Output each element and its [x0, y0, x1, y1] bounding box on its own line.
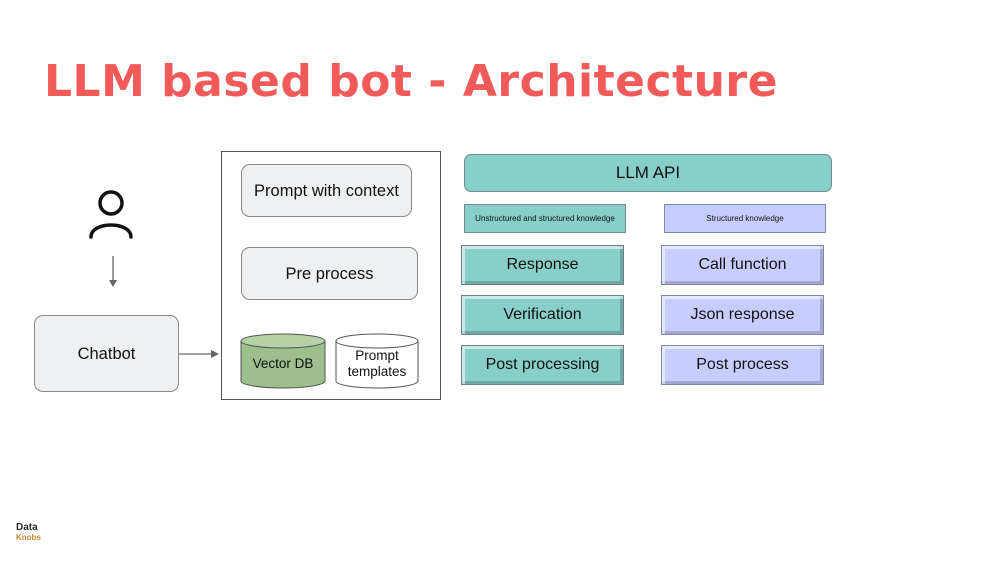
pre-process-box: Pre process: [241, 247, 418, 300]
structured-knowledge-header: Structured knowledge: [664, 204, 826, 233]
post-process-box: Post process: [661, 345, 824, 385]
pre-process-label: Pre process: [285, 264, 374, 283]
prompt-with-context-label: Prompt with context: [254, 181, 399, 200]
user-icon: [89, 190, 133, 239]
logo-line1: Data: [16, 522, 38, 533]
prompt-templates-cylinder-icon: [335, 333, 419, 389]
prompt-with-context-box: Prompt with context: [241, 164, 412, 217]
chatbot-label: Chatbot: [77, 344, 136, 363]
llm-api-label: LLM API: [615, 163, 681, 182]
arrow-right-icon: [179, 350, 219, 358]
verification-box: Verification: [461, 295, 624, 335]
logo-line2: Knobs: [16, 533, 41, 542]
chatbot-box: Chatbot: [34, 315, 179, 392]
json-response-box: Json response: [661, 295, 824, 335]
structured-knowledge-label: Structured knowledge: [706, 213, 784, 223]
post-process-label: Post process: [696, 356, 789, 373]
llm-api-box: LLM API: [464, 154, 832, 192]
response-label: Response: [506, 256, 579, 273]
call-function-label: Call function: [698, 256, 787, 273]
post-processing-label: Post processing: [485, 356, 600, 373]
json-response-label: Json response: [690, 306, 795, 323]
vector-db-label: Vector DB: [252, 356, 314, 371]
slide-title: LLM based bot - Architecture: [44, 56, 778, 107]
verification-label: Verification: [503, 306, 582, 323]
call-function-box: Call function: [661, 245, 824, 285]
arrow-down-icon: [109, 256, 117, 287]
unstructured-knowledge-header: Unstructured and structured knowledge: [464, 204, 626, 233]
data-knobs-logo: Data Knobs: [16, 523, 56, 547]
vector-db-cylinder-icon: [240, 333, 326, 389]
post-processing-box: Post processing: [461, 345, 624, 385]
response-box: Response: [461, 245, 624, 285]
prompt-templates-label: Prompt templates: [347, 348, 407, 379]
unstructured-knowledge-label: Unstructured and structured knowledge: [475, 213, 615, 223]
